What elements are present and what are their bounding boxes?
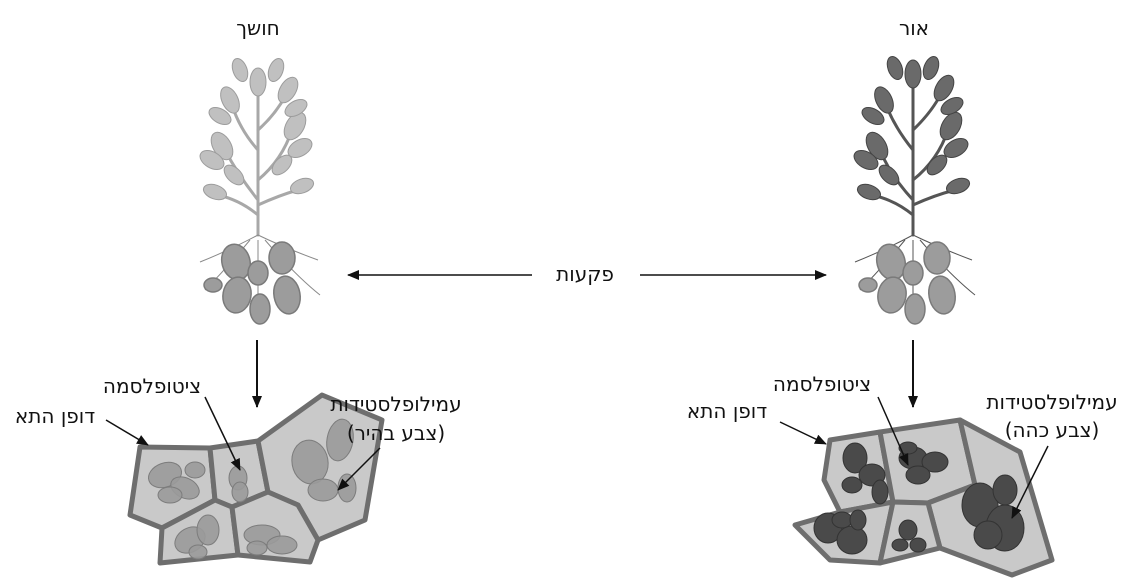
cell-wall-label-left: דופן התא bbox=[15, 404, 95, 428]
amyloplasts-note-right: (צבע כהה) bbox=[1005, 418, 1100, 442]
dark-plant bbox=[197, 56, 320, 324]
amyloplasts-note-left: (צבע בהיר) bbox=[347, 421, 445, 445]
tubers-label: פקעות bbox=[556, 262, 614, 286]
amyloplasts-label-left: עמילופלסטידות bbox=[330, 392, 461, 416]
cell-wall-label-right: דופן התא bbox=[687, 399, 767, 423]
cytoplasm-label-right: ציטופלסמה bbox=[773, 372, 871, 396]
amyloplasts-label-right: עמילופלסטידות bbox=[986, 390, 1117, 414]
cell-wall-pointer-right bbox=[780, 422, 826, 444]
light-title: אור bbox=[899, 16, 929, 40]
cell-wall-pointer-left bbox=[106, 420, 148, 445]
cytoplasm-label-left: ציטופלסמה bbox=[103, 374, 201, 398]
dark-title: חושך bbox=[236, 16, 279, 40]
light-plant bbox=[851, 54, 975, 324]
